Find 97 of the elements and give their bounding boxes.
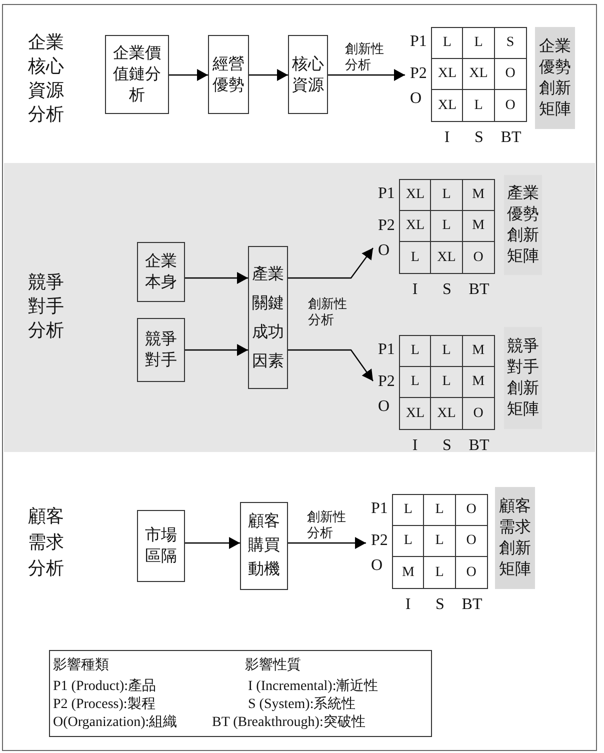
legend-entry: P2 (Process):製程 — [53, 696, 156, 713]
column-label: BT — [468, 281, 490, 299]
annotation-text: 創新性分析 — [308, 296, 348, 328]
matrix-cell: M — [462, 367, 494, 398]
matrix-cell-text: O — [465, 564, 478, 582]
process-box: 核心資源 — [288, 35, 328, 114]
arrow — [288, 349, 374, 382]
row-label: O — [378, 398, 390, 416]
matrix-cell: L — [424, 495, 456, 526]
matrix-cell: O — [494, 59, 526, 90]
legend-entry: O(Organization):組織 — [53, 714, 178, 731]
legend-entry: S (System):系統性 — [248, 696, 356, 713]
matrix-cell-text: O — [472, 404, 484, 422]
row-label: P1 — [378, 341, 395, 359]
matrix-cell: S — [494, 28, 526, 59]
arrow — [328, 69, 405, 81]
column-label: I — [405, 596, 411, 614]
arrow — [249, 69, 288, 81]
matrix-cell-text: O — [504, 96, 516, 114]
matrix-cell: XL — [432, 90, 464, 121]
matrix-cell: L — [463, 90, 495, 121]
legend-heading: 影響性質 — [245, 657, 301, 674]
matrix-cell: XL — [400, 398, 432, 429]
matrix-cell: L — [400, 336, 432, 367]
column-label: S — [474, 129, 484, 147]
row-label: O — [410, 90, 422, 108]
row-label: P1 — [410, 33, 427, 51]
row-label: P2 — [410, 65, 427, 83]
row-label: O — [371, 557, 383, 575]
column-label: BT — [462, 596, 482, 614]
legend-entry: I (Incremental):漸近性 — [248, 678, 378, 695]
process-box: 企業價值鏈分析 — [105, 35, 169, 114]
matrix-cell: L — [400, 242, 432, 273]
matrix-cell: L — [424, 557, 456, 588]
column-label: S — [442, 437, 452, 455]
matrix-cell: L — [463, 28, 495, 59]
row-label: P1 — [371, 500, 388, 518]
matrix-cell-text: O — [472, 248, 484, 266]
matrix-cell: L — [431, 211, 463, 242]
section-heading: 競爭對手分析 — [28, 271, 65, 342]
column-label: S — [442, 281, 452, 299]
legend-heading: 影響種類 — [53, 657, 109, 674]
row-label: P1 — [378, 185, 395, 203]
matrix-cell: L — [431, 367, 463, 398]
matrix-cell: XL — [432, 59, 464, 90]
matrix-cell: M — [462, 211, 494, 242]
column-label: I — [412, 281, 418, 299]
matrix-cell: L — [431, 336, 463, 367]
title-box: 競爭對手創新矩陣 — [504, 327, 542, 429]
process-box: 產業關鍵成功因素 — [248, 246, 288, 389]
process-box: 競爭對手 — [137, 318, 185, 382]
title-box: 顧客需求創新矩陣 — [495, 487, 535, 589]
column-label: BT — [468, 437, 490, 455]
legend-entry: BT (Breakthrough):突破性 — [212, 714, 366, 731]
title-box: 企業優勢創新矩陣 — [535, 27, 575, 129]
row-label: P2 — [371, 532, 388, 550]
column-label: I — [444, 129, 450, 147]
arrow — [288, 537, 366, 549]
column-label: BT — [500, 129, 522, 147]
process-box: 市場區隔 — [137, 510, 185, 582]
title-box: 產業優勢創新矩陣 — [504, 175, 542, 275]
column-label: I — [412, 437, 418, 455]
matrix-cell: L — [432, 28, 464, 59]
matrix-cell: L — [393, 495, 424, 526]
process-box: 顧客購買動機 — [240, 502, 288, 590]
arrow — [169, 69, 208, 81]
section-heading: 顧客需求分析 — [28, 505, 65, 580]
legend-entry: P1 (Product):產品 — [53, 678, 156, 695]
row-label: O — [378, 242, 390, 260]
matrix-cell: XL — [463, 59, 495, 90]
matrix-cell: XL — [431, 242, 463, 273]
matrix-cell: XL — [400, 180, 432, 211]
matrix-cell: XL — [400, 211, 432, 242]
matrix-cell: M — [393, 557, 424, 588]
row-label: P2 — [378, 217, 395, 235]
process-box: 經營優勢 — [208, 35, 249, 114]
matrix-cell: O — [456, 495, 487, 526]
arrow — [185, 272, 248, 284]
arrow — [288, 248, 374, 279]
matrix-cell: M — [462, 180, 494, 211]
matrix-cell: L — [424, 526, 456, 557]
matrix-cell: XL — [431, 398, 463, 429]
matrix-cell: O — [456, 526, 487, 557]
legend-box — [49, 650, 432, 737]
matrix-cell: M — [462, 336, 494, 367]
matrix-cell: L — [393, 526, 424, 557]
process-box: 企業本身 — [137, 242, 185, 302]
section-band — [4, 163, 595, 452]
section-heading: 企業核心資源分析 — [28, 31, 65, 126]
matrix-cell: L — [431, 180, 463, 211]
column-label: S — [436, 596, 444, 614]
edge-label: 創新性分析 — [307, 509, 347, 541]
row-label: P2 — [378, 373, 395, 391]
matrix-cell: L — [400, 367, 432, 398]
arrow — [185, 537, 240, 549]
arrow — [185, 344, 248, 356]
edge-label: 創新性分析 — [345, 41, 385, 73]
